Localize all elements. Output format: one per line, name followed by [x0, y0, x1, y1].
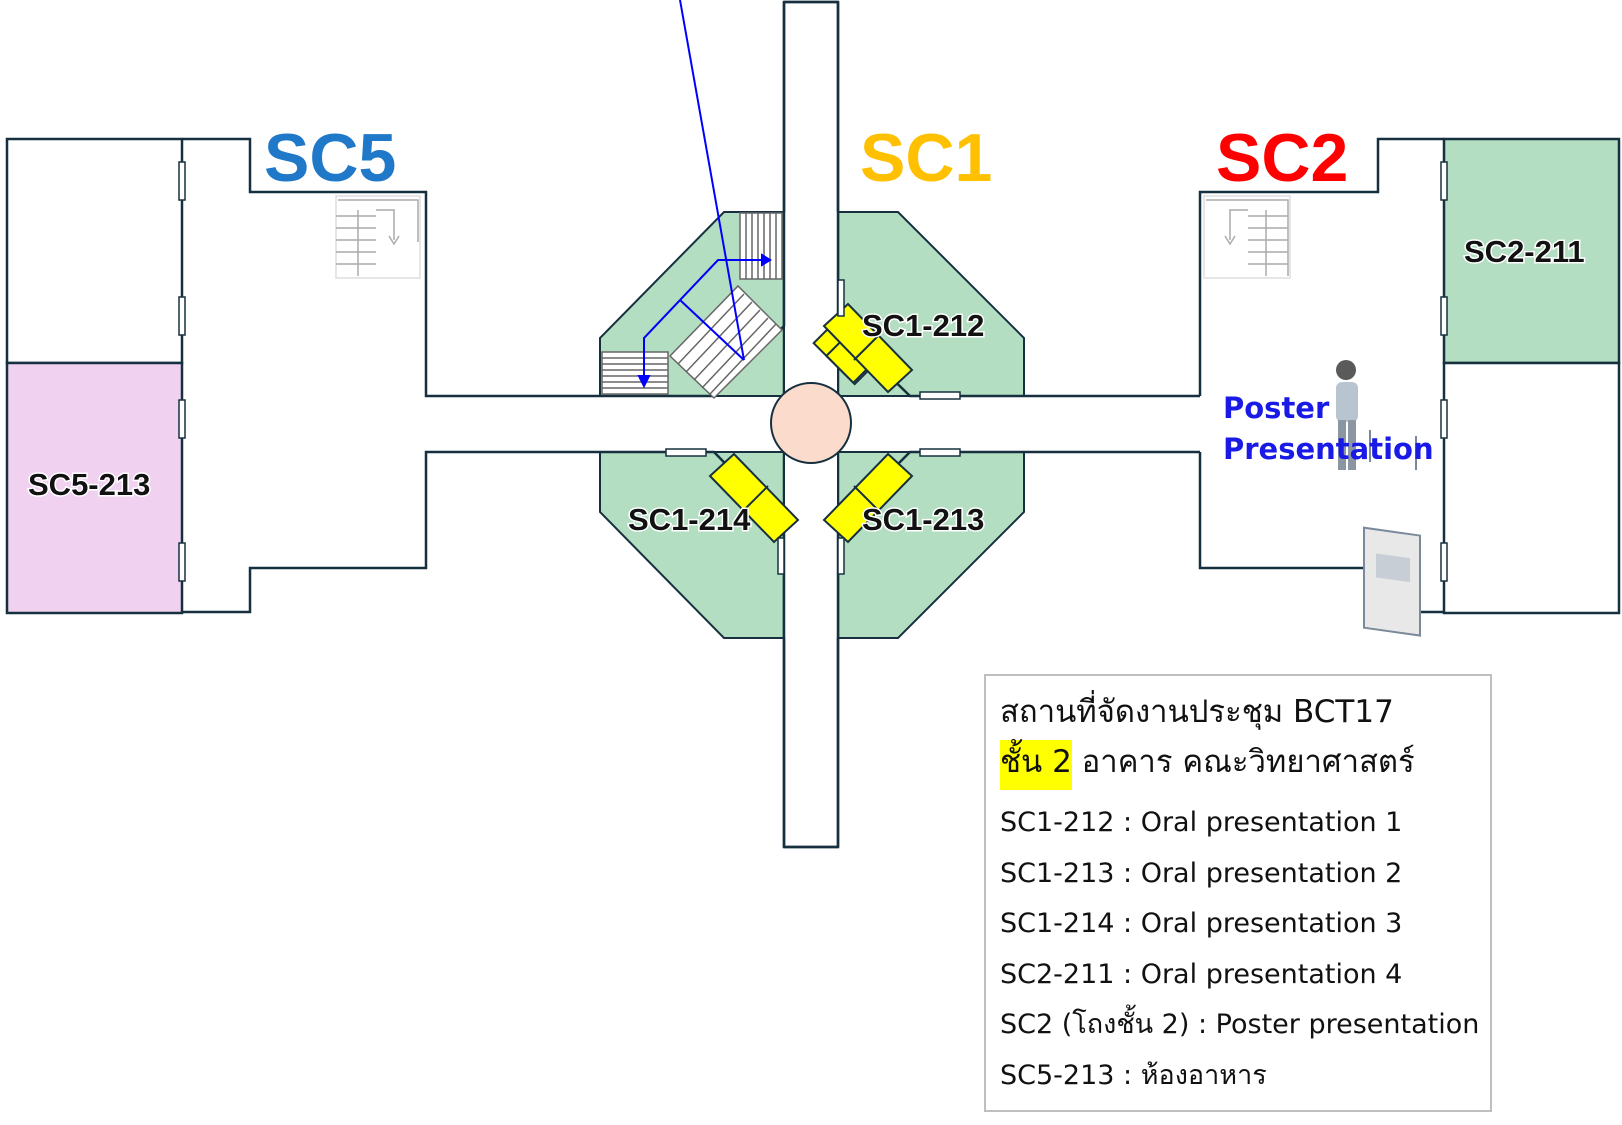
sc2-stairs-icon: [1203, 195, 1291, 279]
poster-label-line2: Presentation: [1223, 432, 1434, 466]
legend-item: SC1-213 : Oral presentation 2: [1000, 857, 1403, 889]
legend-item: SC1-212 : Oral presentation 1: [1000, 807, 1403, 838]
poster-person-icon: [1336, 360, 1421, 637]
door[interactable]: [1440, 161, 1448, 201]
door[interactable]: [1440, 399, 1448, 439]
stair-route-arrows: [637, 0, 772, 389]
legend-box: สถานที่จัดงานประชุม BCT17 ชั้น 2 อาคาร ค…: [984, 674, 1492, 1112]
floor-highlight: ชั้น 2: [1000, 740, 1072, 790]
door[interactable]: [777, 537, 785, 575]
central-hub: [770, 382, 852, 464]
sc5-stairs-icon: [335, 195, 421, 279]
sc2-room-bottom[interactable]: [1442, 361, 1621, 615]
legend-item: SC5-213 : ห้องอาหาร: [1000, 1059, 1267, 1091]
door-sc1-214[interactable]: [708, 452, 800, 544]
sc5-213-label: SC5-213: [28, 467, 150, 502]
legend-item: SC2 (โถงชั้น 2) : Poster presentation: [1000, 1009, 1480, 1040]
door[interactable]: [837, 279, 845, 317]
sc2-building: [1198, 137, 1621, 615]
sc1-213-label: SC1-213: [862, 502, 984, 537]
sc5-doors: [178, 161, 186, 582]
poster-label-line1: Poster: [1223, 391, 1330, 425]
legend-floor-line: ชั้น 2 อาคาร คณะวิทยาศาสตร์: [1000, 734, 1478, 790]
sc5-building-label: SC5: [264, 120, 396, 196]
legend-title: สถานที่จัดงานประชุม BCT17: [1000, 694, 1394, 730]
door[interactable]: [919, 448, 961, 457]
sc1-small-doors: [665, 279, 961, 575]
sc5-room-top[interactable]: [5, 137, 184, 365]
legend-item: SC2-211 : Oral presentation 4: [1000, 958, 1403, 990]
sc2-building-label: SC2: [1216, 120, 1348, 196]
sc5-building: [5, 137, 600, 615]
door[interactable]: [178, 161, 186, 201]
door[interactable]: [178, 296, 186, 336]
door[interactable]: [178, 542, 186, 582]
door[interactable]: [919, 391, 961, 400]
sc1-yellow-doors: [708, 302, 914, 544]
sc1-building-label: SC1: [860, 120, 992, 196]
sc5-213-room[interactable]: [5, 361, 184, 615]
door[interactable]: [837, 537, 845, 575]
door-sc1-213[interactable]: [822, 452, 914, 544]
sc1-214-label: SC1-214: [628, 502, 751, 537]
floor-building-text: อาคาร คณะวิทยาศาสตร์: [1071, 744, 1415, 780]
sc1-212-label: SC1-212: [862, 308, 984, 343]
sc2-211-label: SC2-211: [1464, 234, 1585, 269]
door[interactable]: [665, 448, 707, 457]
door[interactable]: [1440, 542, 1448, 582]
legend-item: SC1-214 : Oral presentation 3: [1000, 908, 1403, 939]
sc2-211-room[interactable]: [1442, 137, 1621, 365]
door[interactable]: [178, 399, 186, 439]
door[interactable]: [1440, 296, 1448, 336]
sc2-doors: [1440, 161, 1448, 582]
